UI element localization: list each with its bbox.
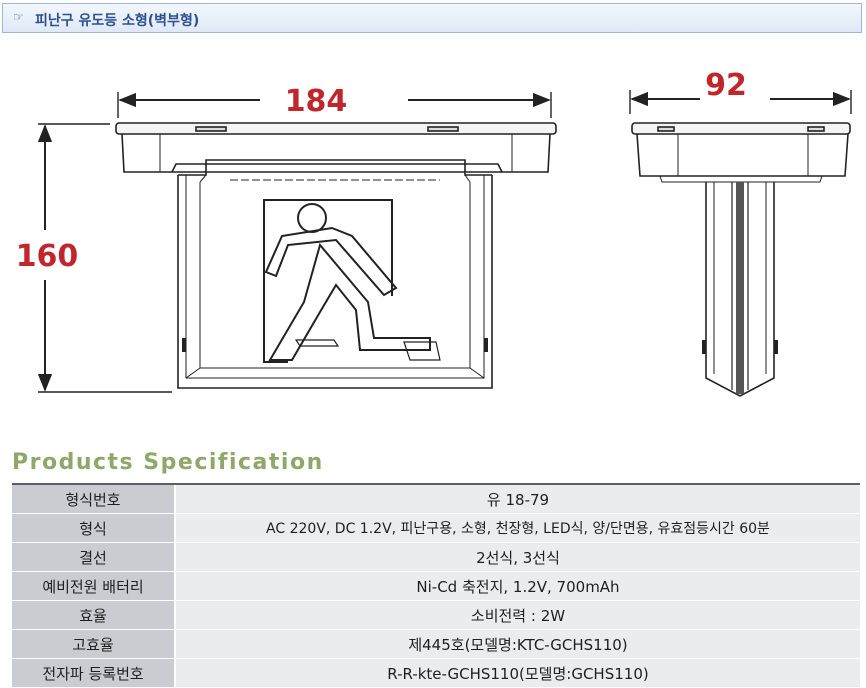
table-row: 효율 소비전력 : 2W: [12, 600, 860, 630]
spec-value: 제445호(모델명:KTC-GCHS110): [174, 629, 860, 659]
spec-value: 유 18-79: [174, 483, 860, 514]
spec-label: 형식번호: [12, 483, 175, 514]
spec-heading: Products Specification: [12, 450, 324, 475]
spec-label: 고효율: [12, 629, 175, 659]
width-dimension: 184: [117, 84, 552, 119]
width-label: 184: [285, 84, 348, 119]
spec-value: Ni-Cd 축전지, 1.2V, 700mAh: [174, 571, 860, 601]
depth-label: 92: [705, 68, 747, 103]
table-row: 형식번호 유 18-79: [12, 483, 860, 514]
side-view: [631, 122, 851, 397]
spec-label: 효율: [12, 600, 175, 630]
table-row: 전자파 등록번호 R-R-kte-GCHS110(모델명:GCHS110): [12, 658, 860, 688]
table-row: 예비전원 배터리 Ni-Cd 축전지, 1.2V, 700mAh: [12, 571, 860, 601]
spec-label: 예비전원 배터리: [12, 571, 175, 601]
running-man-icon: [263, 199, 441, 363]
height-dimension: 160: [16, 123, 172, 393]
dimension-drawing: 184 92 160: [16, 68, 852, 397]
spec-value: 2선식, 3선식: [174, 542, 860, 572]
spec-label: 전자파 등록번호: [12, 658, 175, 688]
spec-value: R-R-kte-GCHS110(모델명:GCHS110): [174, 658, 860, 688]
table-row: 고효율 제445호(모델명:KTC-GCHS110): [12, 629, 860, 659]
spec-value: 소비전력 : 2W: [174, 600, 860, 630]
spec-value: AC 220V, DC 1.2V, 피난구용, 소형, 천장형, LED식, 양…: [174, 513, 860, 543]
spec-label: 형식: [12, 513, 175, 543]
front-view: [115, 122, 557, 389]
title-bar: ☞ 피난구 유도등 소형(벽부형): [2, 3, 862, 33]
spec-label: 결선: [12, 542, 175, 572]
table-row: 형식 AC 220V, DC 1.2V, 피난구용, 소형, 천장형, LED식…: [12, 513, 860, 543]
height-label: 160: [16, 239, 79, 274]
table-row: 결선 2선식, 3선식: [12, 542, 860, 572]
page-title: 피난구 유도등 소형(벽부형): [35, 13, 200, 29]
spec-table: 형식번호 유 18-79 형식 AC 220V, DC 1.2V, 피난구용, …: [12, 483, 860, 688]
pointing-hand-icon: ☞: [13, 10, 24, 24]
depth-dimension: 92: [629, 68, 852, 114]
